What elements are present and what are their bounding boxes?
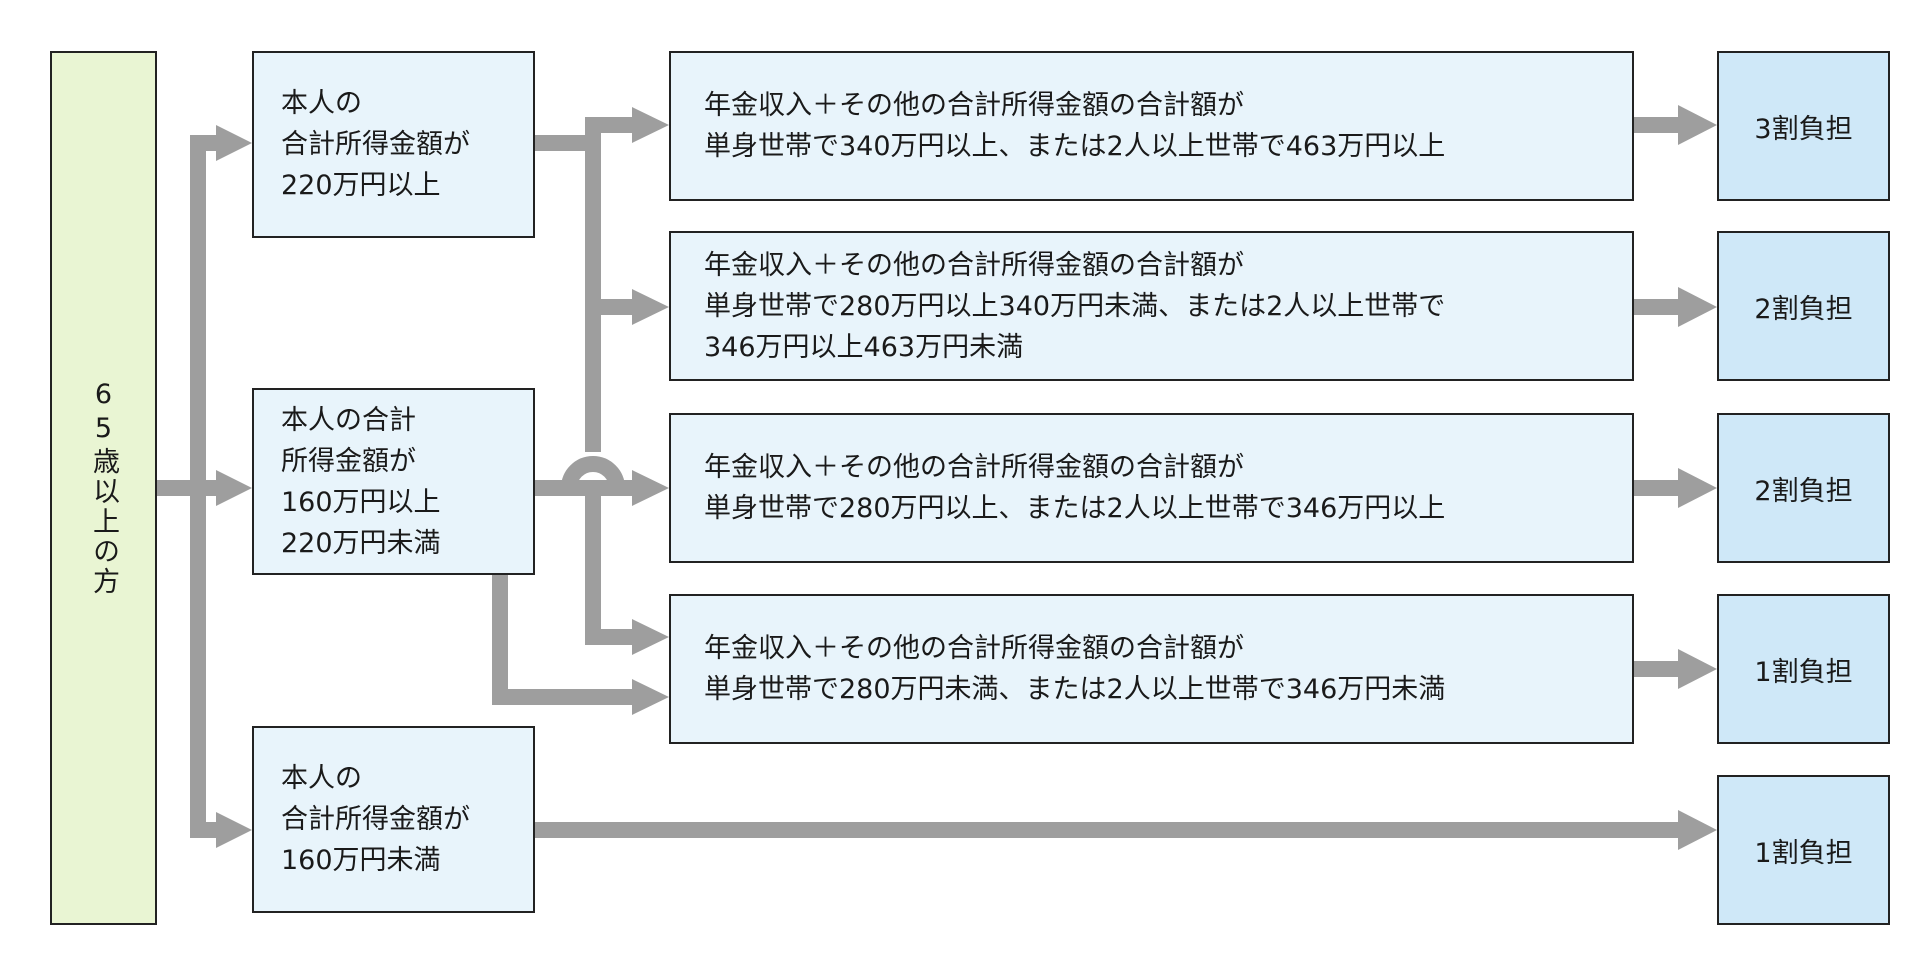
result-box-1: 3割負担 [1717, 51, 1890, 201]
arrowhead-detail4b [632, 679, 669, 715]
arrowhead-result5 [1678, 810, 1717, 850]
cond2-down-connector [492, 575, 634, 705]
result-box-5: 1割負担 [1717, 775, 1890, 925]
detail-box-1: 年金収入＋その他の合計所得金額の合計額が 単身世帯で340万円以上、または2人以… [669, 51, 1634, 201]
arrowhead-detail3 [632, 470, 669, 506]
arrowhead-cond1 [216, 125, 252, 161]
detail-box-2: 年金収入＋その他の合計所得金額の合計額が 単身世帯で280万円以上340万円未満… [669, 231, 1634, 381]
result-box-4: 1割負担 [1717, 594, 1890, 744]
arrowhead-detail2 [632, 289, 669, 325]
arrowhead-cond3 [216, 812, 252, 848]
arrowhead-result4 [1678, 649, 1717, 689]
arrowhead-result3 [1678, 468, 1717, 508]
arrowhead-detail4a [632, 619, 669, 655]
arrowhead-cond2 [216, 470, 252, 506]
arrowhead-result1 [1678, 105, 1717, 145]
condition-box-income-under-160: 本人の 合計所得金額が 160万円未満 [252, 726, 535, 913]
start-box-65-and-over: 65歳以上の方 [50, 51, 157, 925]
result-box-3: 2割負担 [1717, 413, 1890, 563]
arrowhead-result2 [1678, 287, 1717, 327]
start-label: 65歳以上の方 [88, 379, 119, 597]
result-box-2: 2割負担 [1717, 231, 1890, 381]
arrowhead-detail1 [632, 107, 669, 143]
detail-box-3: 年金収入＋その他の合計所得金額の合計額が 単身世帯で280万円以上、または2人以… [669, 413, 1634, 563]
trunk-bridge-arc [561, 456, 625, 489]
condition-box-income-220-plus: 本人の 合計所得金額が 220万円以上 [252, 51, 535, 238]
condition-box-income-160-220: 本人の合計 所得金額が 160万円以上 220万円未満 [252, 388, 535, 575]
detail-box-4: 年金収入＋その他の合計所得金額の合計額が 単身世帯で280万円未満、または2人以… [669, 594, 1634, 744]
